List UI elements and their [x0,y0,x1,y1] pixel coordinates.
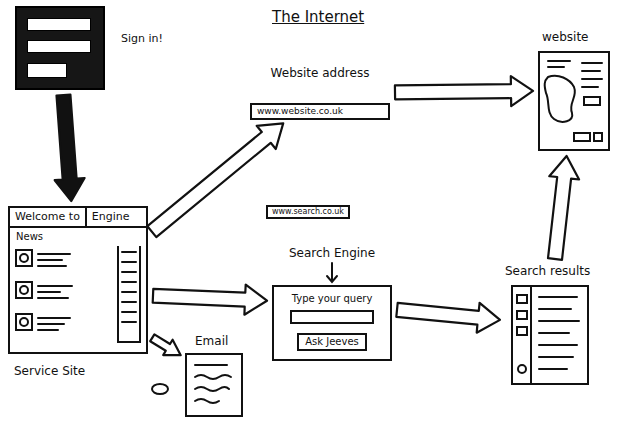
diagram-node: Welcome toEngineNewsService Site [8,206,148,379]
block-arrow [396,303,500,333]
mouse-oval [152,384,168,394]
sketch-stroke [530,287,532,383]
section-text: News [16,231,146,244]
sketch-stroke [195,387,229,391]
sketch-stroke [518,365,526,373]
search-button: Ask Jeeves [297,333,367,352]
block-arrow [548,156,579,260]
page-sketch [10,246,146,352]
sketch-stroke [327,263,337,282]
sketch-stroke [20,254,28,262]
diagram-node: website [538,30,610,151]
results-sketch [513,287,587,383]
form-field [27,18,91,31]
sketch-stroke [517,295,527,303]
sketch-stroke [517,327,527,335]
sketch-stroke [195,364,227,366]
diagram-title: The Internet [272,8,364,27]
sketch-stroke [594,133,602,141]
login-form [15,6,105,90]
homepage-box: Welcome toEngineNews [8,206,148,354]
website-box [538,51,610,151]
sketch-stroke [548,61,570,67]
search-box: Type your queryAsk Jeeves [272,285,392,361]
block-arrow [55,95,85,202]
sketch-stroke [539,297,579,369]
diagram-node: Website address www.website.co.uk [250,66,390,120]
sketch-stroke [118,246,140,342]
diagram-node: Search results [505,264,590,385]
sketch-stroke [195,399,219,403]
node-heading: Search Engine [272,246,392,261]
website-sketch [540,53,608,149]
block-arrow [150,334,181,355]
sketch-stroke [38,318,70,330]
email-document [185,353,243,417]
page-header: Welcome toEngine [10,208,146,228]
diagram-node: Sign in! [15,6,105,90]
sketch-stroke [16,250,32,266]
block-arrow [153,285,267,315]
sketch-stroke [517,311,527,319]
prompt-text: Type your query [280,293,384,306]
node-caption: Service Site [14,364,148,379]
sketch-stroke [584,97,600,105]
sketch-stroke [38,286,72,298]
node-heading: Sign in! [121,32,163,46]
sketch-stroke [582,63,602,87]
header-text: Engine [87,208,135,226]
header-text: Welcome to [10,208,87,226]
node-heading: website [542,30,610,45]
diagram-node: Email [185,334,243,417]
down-arrow [322,261,342,285]
sketch-stroke [20,286,28,294]
sketch-stroke [195,375,231,379]
url-bar: www.search.co.uk [266,205,350,219]
block-arrow [395,76,533,106]
results-box [511,285,589,385]
node-heading: Search results [505,264,590,279]
block-arrow [147,123,283,237]
sketch-stroke [122,252,136,322]
node-heading: Website address [250,66,390,81]
sketch-stroke [16,282,32,298]
address-text: www.search.co.uk [272,207,344,217]
form-field [27,63,67,78]
diagram-node: Search EngineType your queryAsk Jeeves [272,246,392,361]
sketch-stroke [38,254,70,266]
query-field [290,310,374,324]
email-sketch [187,355,241,415]
node-heading: Email [195,334,243,349]
sketch-stroke [16,314,32,330]
form-field [27,40,91,53]
address-bar: www.website.co.uk [250,103,390,120]
sketch-stroke [574,133,590,141]
sketch-stroke [545,76,575,122]
address-text: www.website.co.uk [257,106,383,117]
sketch-stroke [20,318,28,326]
diagram-node: www.search.co.uk [266,205,350,219]
